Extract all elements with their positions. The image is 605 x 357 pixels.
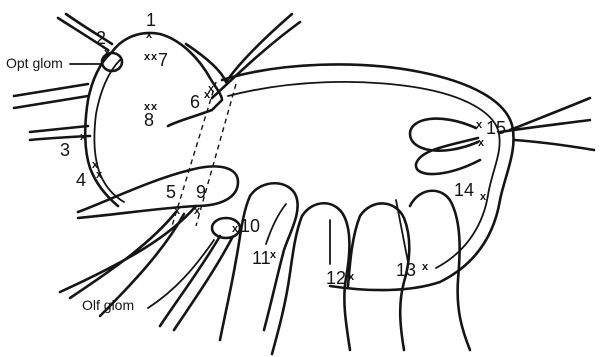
marker-7b: x [151, 51, 158, 63]
label-12: 12 [326, 268, 346, 288]
label-olf-glom: Olf glom [82, 297, 134, 313]
loop-13-stalk [396, 200, 408, 262]
label-5: 5 [166, 182, 176, 202]
tract-left-1 [14, 84, 88, 96]
marker-13: x [422, 261, 429, 273]
label-opt-glom: Opt glom [6, 55, 63, 71]
label-1: 1 [146, 10, 156, 30]
label-14: 14 [454, 180, 474, 200]
label-15: 15 [486, 118, 506, 138]
marker-10: x [232, 223, 239, 235]
label-8: 8 [144, 110, 154, 130]
marker-3: x [80, 131, 87, 143]
label-3: 3 [60, 140, 70, 160]
label-10: 10 [240, 216, 260, 236]
left-lobe-border [85, 52, 118, 206]
marker-4b: x [96, 169, 103, 181]
label-4: 4 [76, 170, 86, 190]
marker-11: x [270, 249, 277, 261]
label-9: 9 [196, 182, 206, 202]
upper-tract-2 [212, 22, 300, 98]
label-6: 6 [190, 92, 200, 112]
loop-11-inner [266, 204, 286, 244]
marker-1: x [146, 29, 153, 41]
olf-glom-pointer [148, 240, 214, 308]
tract-left-2 [14, 96, 88, 108]
label-13: 13 [396, 260, 416, 280]
label-7: 7 [158, 50, 168, 70]
label-11: 11 [252, 248, 271, 268]
olf-tract-2 [174, 238, 232, 330]
tract-bl-2 [70, 212, 176, 298]
tract-right-2 [514, 140, 594, 150]
marker-15b: x [478, 137, 485, 149]
left-lobe-outline [112, 33, 222, 126]
marker-5: x [174, 205, 181, 217]
loop-15 [410, 119, 480, 174]
marker-12: x [348, 271, 355, 283]
marker-15a: x [476, 119, 483, 131]
marker-14: x [480, 191, 487, 203]
olf-tract-1 [160, 236, 220, 326]
marker-2: x [104, 47, 111, 59]
marker-7a: x [144, 51, 151, 63]
marker-9: x [194, 205, 201, 217]
label-2: 2 [96, 28, 106, 48]
marker-6b: x [204, 89, 211, 101]
